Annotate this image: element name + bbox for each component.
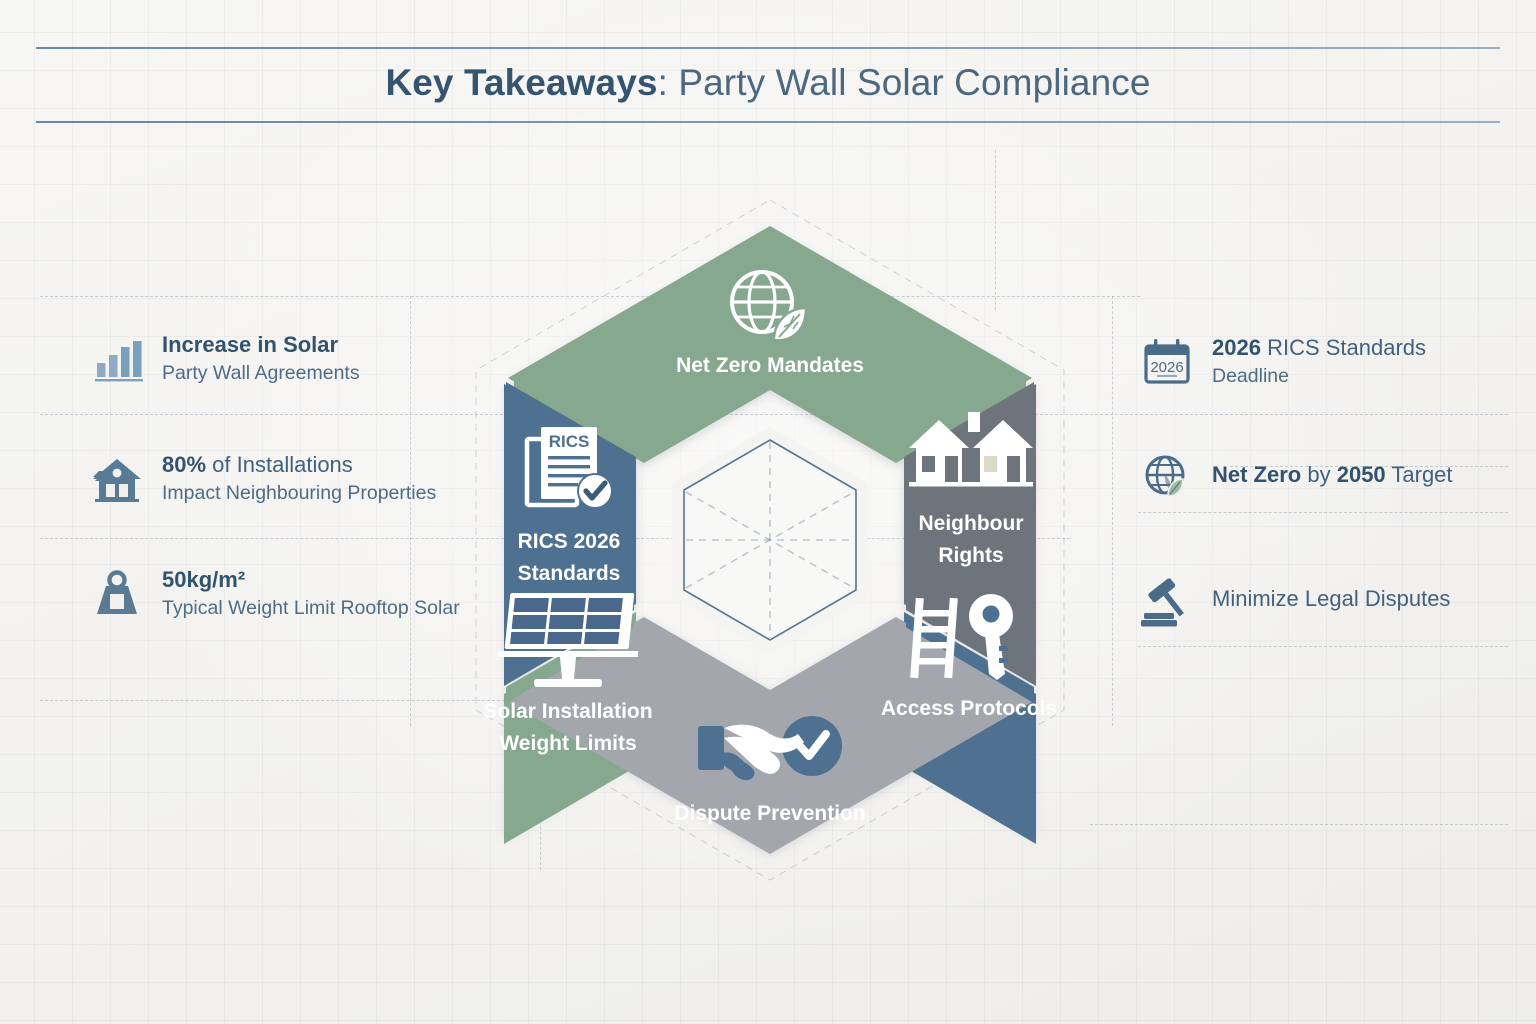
stat-line1-bold: 80%	[162, 452, 207, 477]
stat-line2: Party Wall Agreements	[162, 361, 360, 384]
stat-line1: 50kg/m²	[162, 567, 460, 594]
stat-text: Net Zero by 2050 Target	[1212, 448, 1453, 489]
guide-line	[1112, 296, 1113, 726]
calendar-icon-year: 2026	[1150, 359, 1183, 376]
stat-minimize-legal-disputes: Minimize Legal Disputes	[1138, 572, 1450, 630]
guide-line	[1138, 512, 1508, 513]
guide-line	[40, 700, 540, 701]
stat-line1-bold: Increase in Solar	[162, 332, 339, 357]
stat-line1: Net Zero by 2050 Target	[1212, 450, 1453, 489]
stat-line1-rest: RICS Standards	[1260, 335, 1427, 360]
house-icon	[88, 450, 146, 508]
segment-label-rics-2026-standards: RICS 2026	[518, 530, 621, 553]
stat-line1: Increase in Solar	[162, 332, 360, 359]
stat-text: 80% of Installations Impact Neighbouring…	[162, 450, 436, 506]
stat-text: Increase in Solar Party Wall Agreements	[162, 330, 360, 386]
globe-leaf-icon	[1138, 448, 1196, 506]
stat-line1-mid: by	[1301, 462, 1337, 487]
stat-line1-rest: of Installations	[206, 452, 353, 477]
document-icon-text: RICS	[549, 432, 590, 451]
gavel-icon	[1138, 572, 1196, 630]
header: Key Takeaways: Party Wall Solar Complian…	[0, 0, 1536, 135]
stat-line2: Typical Weight Limit Rooftop Solar	[162, 596, 460, 619]
document-check-icon: RICS	[524, 427, 613, 509]
stat-line1: Minimize Legal Disputes	[1212, 574, 1450, 613]
stat-line1: 2026 RICS Standards	[1212, 335, 1426, 362]
guide-line	[40, 296, 1140, 297]
stat-50kg-weight-limit: 50kg/m² Typical Weight Limit Rooftop Sol…	[88, 565, 460, 623]
guide-line	[40, 414, 1508, 415]
page-title-strong: Key Takeaways	[385, 62, 658, 103]
stat-line1-rest: Minimize Legal Disputes	[1212, 586, 1451, 611]
segment-label-dispute-prevention: Dispute Prevention	[674, 802, 865, 825]
guide-line	[1138, 646, 1508, 647]
weight-icon	[88, 565, 146, 623]
guide-line	[1230, 466, 1508, 467]
stat-line2: Deadline	[1212, 364, 1289, 387]
stat-increase-in-solar: Increase in Solar Party Wall Agreements	[88, 330, 360, 388]
segment-label-net-zero-mandates: Net Zero Mandates	[676, 354, 864, 377]
guide-line	[1090, 824, 1508, 825]
stat-line1-bold: Net Zero	[1212, 462, 1302, 487]
ladder-key-icon	[910, 594, 1013, 680]
center-hexagon-radials	[685, 442, 855, 638]
stat-text: Minimize Legal Disputes	[1212, 572, 1450, 613]
bar-chart-icon	[88, 330, 146, 388]
stat-line2: Impact Neighbouring Properties	[162, 481, 437, 504]
segment-label-solar-weight-limits: Solar Installation	[483, 700, 652, 723]
segment-label-solar-weight-limits-line2: Weight Limits	[499, 732, 636, 755]
solar-panel-scale-icon	[498, 593, 638, 687]
segment-label-access-protocols: Access Protocols	[881, 697, 1057, 720]
guide-line	[410, 296, 411, 726]
outer-guide-hexagon	[475, 199, 1065, 881]
stat-80-percent-installations: 80% of Installations Impact Neighbouring…	[88, 450, 436, 508]
stat-line1-bold: 50kg/m²	[162, 567, 246, 592]
guide-line	[995, 150, 996, 310]
stat-2026-rics-deadline: 2026 2026 RICS Standards Deadline	[1138, 333, 1426, 391]
segment-label-neighbour-rights-line2: Rights	[938, 544, 1003, 567]
semi-detached-houses-icon	[909, 412, 1033, 487]
globe-leaf-icon	[730, 270, 808, 342]
calendar-icon: 2026	[1138, 333, 1196, 391]
hexagon-wheel: Net Zero Mandates RICS RICS 2026 Standar…	[420, 190, 1120, 890]
stat-text: 2026 RICS Standards Deadline	[1212, 333, 1426, 389]
stat-line1-bold: 2026	[1212, 335, 1261, 360]
stat-text: 50kg/m² Typical Weight Limit Rooftop Sol…	[162, 565, 460, 621]
page-title-rest: : Party Wall Solar Compliance	[657, 62, 1151, 103]
header-rule-top	[36, 47, 1500, 49]
segment-label-rics-2026-standards-line2: Standards	[518, 562, 621, 585]
header-rule-bottom	[36, 121, 1500, 123]
stat-line1: 80% of Installations	[162, 452, 436, 479]
stat-line1-rest: Target	[1385, 462, 1453, 487]
page-title: Key Takeaways: Party Wall Solar Complian…	[0, 62, 1536, 104]
handshake-check-icon	[698, 716, 842, 781]
stat-line1-bold2: 2050	[1336, 462, 1386, 487]
stat-net-zero-2050: Net Zero by 2050 Target	[1138, 448, 1453, 506]
segment-label-neighbour-rights: Neighbour	[919, 512, 1024, 535]
